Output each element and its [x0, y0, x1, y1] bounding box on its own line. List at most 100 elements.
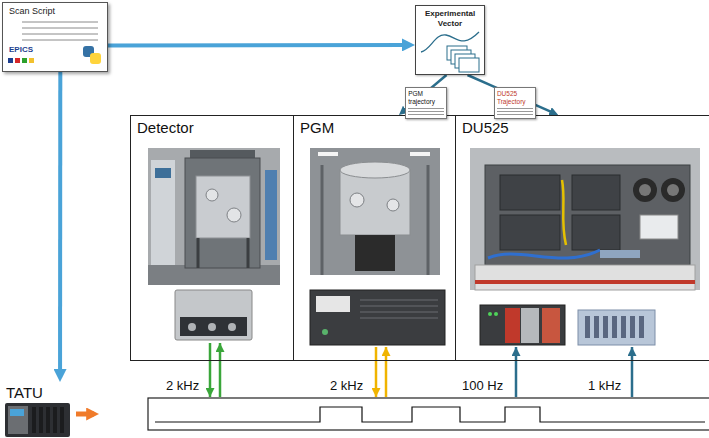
signal-arrow	[385, 347, 388, 397]
detector-port	[206, 189, 218, 201]
detector-leg	[197, 238, 200, 268]
io-slot	[594, 316, 599, 338]
diagram-node: DU525	[455, 115, 709, 361]
ceiling-light	[410, 152, 430, 156]
detector-rack	[151, 160, 175, 265]
python-logo	[90, 53, 101, 64]
epics-logo-square	[22, 58, 27, 63]
tatu-chassis	[5, 403, 70, 437]
pgm-photo	[310, 148, 440, 275]
diagram-node: PGM	[293, 115, 456, 361]
io-slot	[603, 316, 608, 338]
tatu-slot	[60, 407, 64, 433]
tatu-slot	[39, 407, 43, 433]
node-title: TATU	[6, 384, 70, 402]
magnet-block	[500, 215, 560, 250]
epics-logo-square	[29, 58, 34, 63]
epics-logo-square	[15, 58, 20, 63]
script-line	[22, 34, 98, 35]
script-line	[22, 40, 98, 41]
signal-arrow	[209, 343, 212, 397]
plc-module	[542, 308, 560, 343]
io-slot	[639, 316, 644, 338]
node-title: Experimental Vector	[418, 9, 482, 28]
doc-lines	[497, 106, 533, 116]
node-title: DU525	[462, 119, 706, 137]
script-line	[22, 28, 98, 29]
detector-screen	[155, 168, 171, 178]
diagram-node: Detector	[130, 115, 294, 361]
detector-crane	[190, 150, 255, 158]
io-slot	[585, 316, 590, 338]
plc-controller	[480, 305, 565, 345]
script-line	[22, 22, 98, 23]
io-slot	[630, 316, 635, 338]
magnet-block	[500, 175, 560, 210]
detector-controller	[175, 290, 252, 340]
tatu-screen	[10, 409, 24, 416]
cooling-fan-hub	[639, 184, 651, 196]
doc-lines	[408, 106, 444, 116]
node-title: Detector	[137, 119, 287, 137]
tatu-slot	[46, 407, 50, 433]
io-slot	[612, 316, 617, 338]
frequency-label: 100 Hz	[462, 378, 503, 394]
plc-module	[521, 308, 539, 343]
node-text: EPICS	[9, 45, 101, 55]
node-title: Scan Script	[9, 6, 101, 17]
pgm-port	[387, 199, 399, 211]
switch-box	[600, 250, 640, 258]
pgm-controller	[310, 290, 445, 345]
tatu-slot	[32, 407, 36, 433]
tatu-panel	[8, 406, 28, 434]
du525-photo	[470, 148, 700, 290]
trigger-arrow	[76, 412, 94, 417]
epics-logo-square	[8, 58, 13, 63]
vent-line	[360, 318, 438, 319]
controller-panel	[316, 296, 350, 312]
vector-frame	[459, 58, 479, 72]
undulator-base	[475, 265, 695, 290]
signal-arrow	[515, 347, 518, 397]
cooling-fan	[661, 178, 685, 202]
cable	[488, 250, 600, 258]
pulse-waveform	[155, 407, 705, 422]
tatu-slot	[53, 407, 57, 433]
status-led	[322, 329, 328, 335]
connector-socket	[188, 323, 196, 331]
edge-label: PGM trajectory	[408, 90, 444, 105]
cooling-fan	[633, 178, 657, 202]
vent-line	[360, 306, 438, 307]
frequency-label: 2 kHz	[330, 378, 363, 394]
signal-arrow	[631, 347, 634, 397]
ceiling-light	[318, 152, 338, 156]
vent-line	[360, 312, 438, 313]
status-led	[488, 312, 492, 316]
io-chassis	[578, 310, 655, 345]
pgm-port	[350, 193, 364, 207]
detector-leg	[247, 238, 250, 268]
signal-arrow	[219, 343, 222, 397]
diagram-node: TATU	[2, 382, 74, 438]
pgm-chamber	[340, 170, 410, 235]
pgm-frame	[321, 165, 324, 275]
vent-line	[360, 300, 438, 301]
flow-arrow	[108, 43, 409, 47]
detector-photo	[148, 148, 280, 285]
connector-socket	[228, 323, 236, 331]
trajectory-document: PGM trajectory	[405, 87, 447, 119]
diagram-node: Experimental Vector	[415, 5, 485, 75]
undulator-frame	[485, 165, 690, 265]
edge-label: DU525 Trajectory	[497, 90, 533, 105]
frequency-label: 2 kHz	[166, 378, 199, 394]
status-led	[494, 312, 498, 316]
io-slot	[621, 316, 626, 338]
node-title: PGM	[300, 119, 449, 137]
connector-socket	[208, 323, 216, 331]
magnet-block	[572, 175, 620, 210]
detector-stand	[265, 170, 277, 260]
signal-arrow	[375, 347, 378, 397]
base-stripe	[475, 280, 695, 284]
